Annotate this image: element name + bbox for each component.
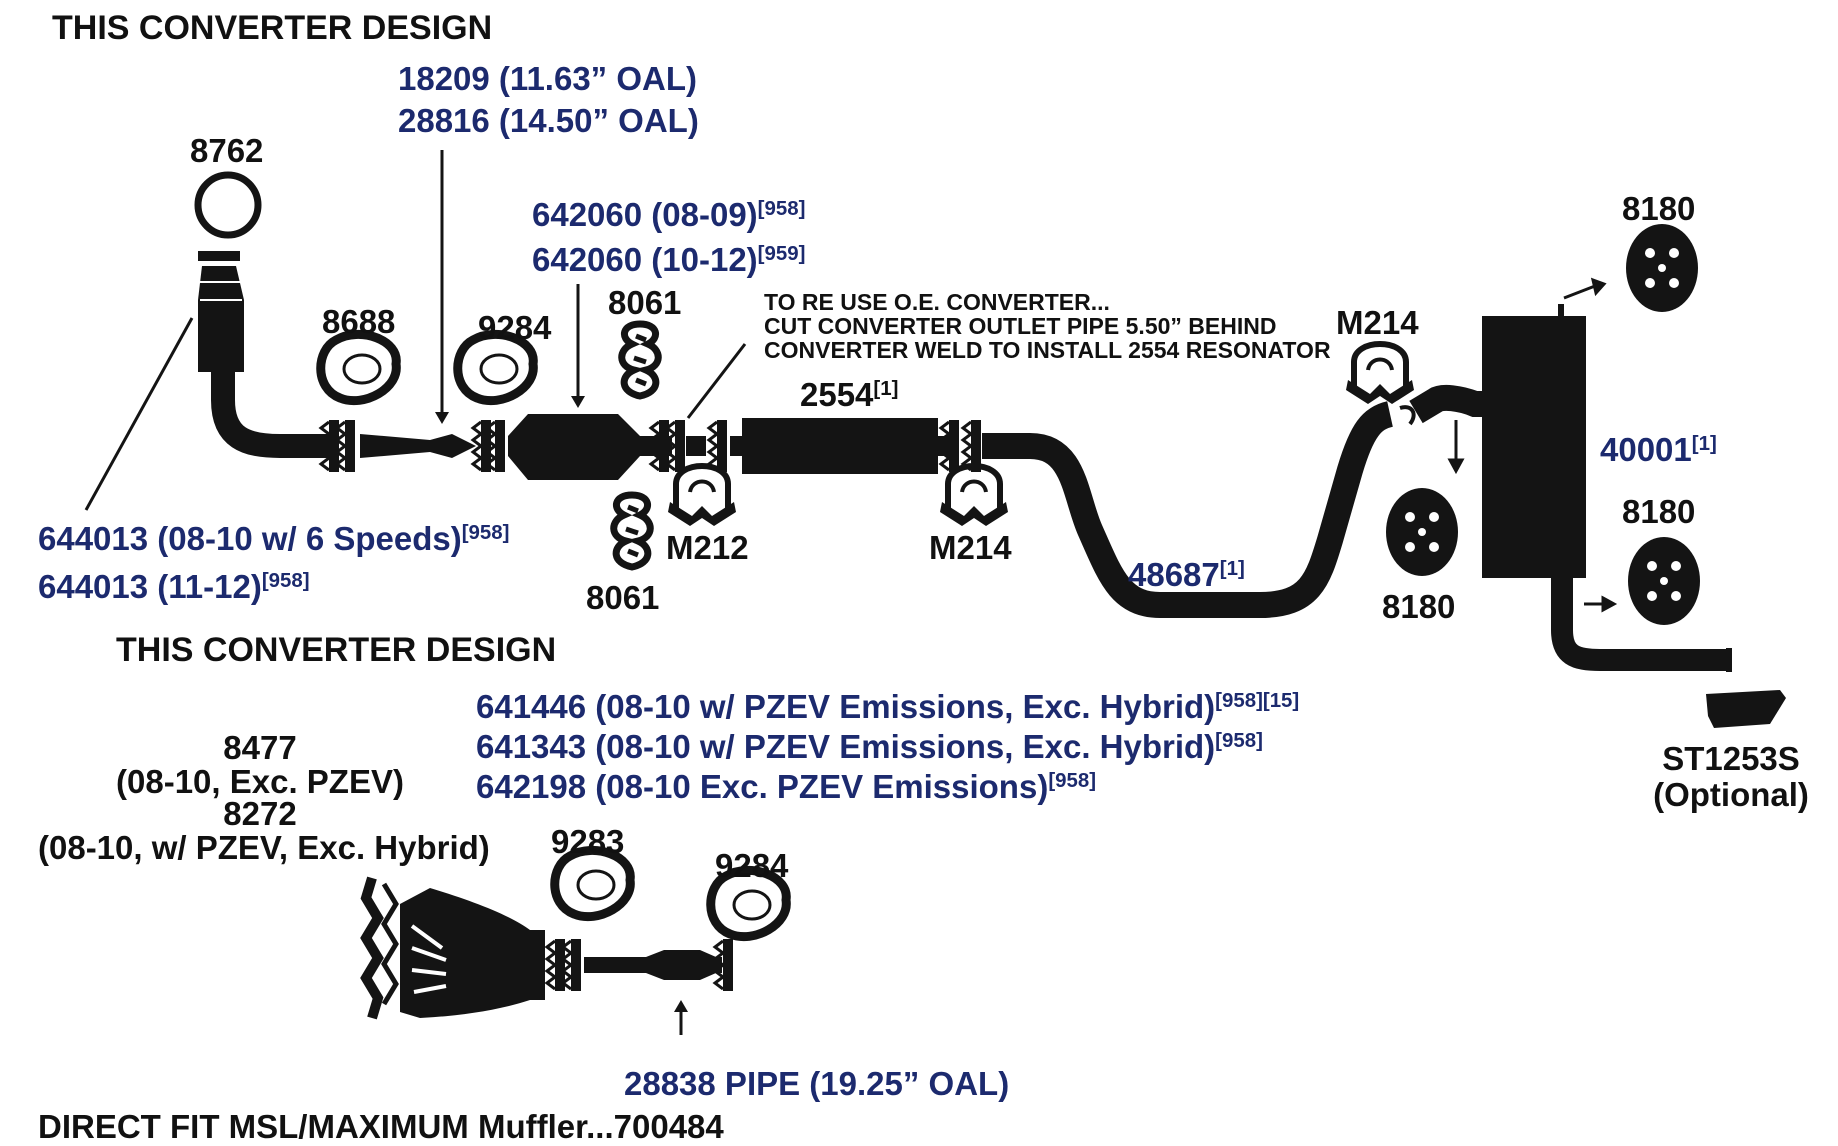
label-40001: 40001[1] [1600, 431, 1717, 468]
note-line-2: CUT CONVERTER OUTLET PIPE 5.50” BEHIND [764, 313, 1277, 339]
label-641343: 641343 (08-10 w/ PZEV Emissions, Exc. Hy… [476, 728, 1263, 765]
label-9284-bottom: 9284 [715, 847, 789, 884]
gasket-icon [555, 850, 631, 916]
label-st1253s: ST1253S [1662, 740, 1800, 777]
label-644013-6-speeds: 644013 (08-10 w/ 6 Speeds)[958] [38, 520, 510, 557]
rubber-isolator-icon [1386, 488, 1458, 576]
gasket-icon [321, 334, 397, 400]
label-8688: 8688 [322, 303, 396, 340]
label-8477-note: (08-10, Exc. PZEV) [116, 763, 404, 800]
note-line-1: TO RE USE O.E. CONVERTER... [764, 289, 1110, 315]
flex-pipe-18209 [360, 434, 476, 458]
flange-ring-gasket-icon [194, 171, 262, 239]
label-m212: M212 [666, 529, 749, 566]
manifold-converter [360, 876, 567, 1020]
resonator-2554 [707, 418, 961, 474]
label-28816: 28816 (14.50” OAL) [398, 102, 699, 139]
label-644013-11-12: 644013 (11-12)[958] [38, 568, 310, 605]
label-8272: 8272 [223, 795, 297, 832]
footer-direct-fit-muffler: DIRECT FIT MSL/MAXIMUM Muffler...700484 [38, 1108, 724, 1145]
note-line-3: CONVERTER WELD TO INSTALL 2554 RESONATOR [764, 337, 1331, 363]
heading-top-converter-design: THIS CONVERTER DESIGN [52, 9, 493, 47]
label-48687: 48687[1] [1128, 556, 1245, 593]
label-641446: 641446 (08-10 w/ PZEV Emissions, Exc. Hy… [476, 688, 1300, 725]
label-2554: 2554[1] [800, 376, 899, 413]
label-28838-pipe: 28838 PIPE (19.25” OAL) [624, 1065, 1010, 1102]
exhaust-hanger-icon [622, 324, 659, 396]
label-9284-top: 9284 [478, 309, 552, 346]
label-m214-mid: M214 [929, 529, 1012, 566]
label-8180-low: 8180 [1382, 588, 1456, 625]
u-bolt-clamp-icon [668, 466, 736, 526]
label-8272-note: (08-10, w/ PZEV, Exc. Hybrid) [38, 829, 490, 866]
rubber-isolator-icon [1626, 224, 1698, 312]
exhaust-tip-icon [1706, 690, 1786, 728]
converter-front-pipe [198, 251, 341, 474]
label-8180-top: 8180 [1622, 190, 1696, 227]
muffler-40001 [1399, 304, 1732, 672]
catalytic-converter-642060 [508, 414, 640, 480]
label-st1253s-optional: (Optional) [1653, 776, 1809, 813]
label-8180-mid: 8180 [1622, 493, 1696, 530]
label-m214-top: M214 [1336, 304, 1419, 341]
pipe-28838 [584, 950, 722, 980]
label-9283: 9283 [551, 823, 625, 860]
label-642198: 642198 (08-10 Exc. PZEV Emissions)[958] [476, 768, 1097, 805]
label-18209: 18209 (11.63” OAL) [398, 60, 697, 97]
label-8061-bottom: 8061 [586, 579, 660, 616]
label-8762: 8762 [190, 132, 264, 169]
intermediate-pipe-48687 [961, 401, 1394, 618]
label-642060-10-12: 642060 (10-12)[959] [532, 241, 806, 278]
label-8477: 8477 [223, 729, 297, 766]
label-642060-08-09: 642060 (08-09)[958] [532, 196, 806, 233]
label-8061-top: 8061 [608, 284, 682, 321]
u-bolt-clamp-icon [1346, 344, 1414, 404]
u-bolt-clamp-icon [940, 466, 1008, 526]
rubber-isolator-icon [1628, 537, 1700, 625]
heading-bottom-converter-design: THIS CONVERTER DESIGN [116, 631, 557, 669]
exhaust-hanger-icon [614, 495, 651, 567]
